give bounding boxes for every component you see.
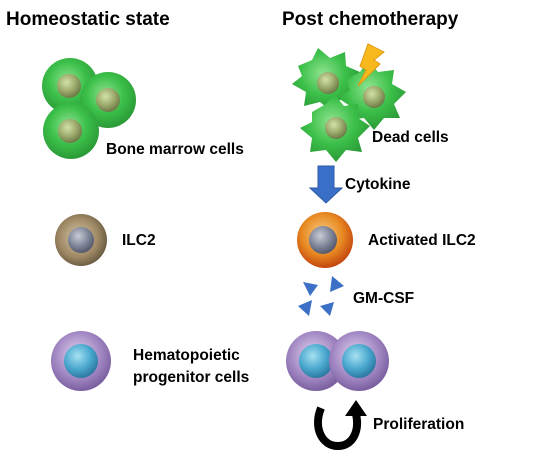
dead-cell (300, 94, 370, 162)
progenitor-cell (286, 331, 346, 391)
label-hematopoietic-line1: Hematopoietic (133, 347, 240, 364)
hematopoietic-progenitor-cell (51, 331, 111, 391)
dead-cell-cluster (292, 48, 406, 162)
cytokine-arrow (308, 165, 344, 204)
label-gm-csf: GM-CSF (353, 290, 415, 307)
header-post-chemotherapy: Post chemotherapy (282, 9, 459, 30)
label-hematopoietic-line2: progenitor cells (133, 369, 250, 386)
bone-marrow-cell (43, 103, 99, 159)
ilc2-cell (55, 214, 107, 266)
bone-marrow-cell-cluster (42, 58, 136, 159)
header-homeostatic-state: Homeostatic state (6, 9, 170, 30)
gm-csf-triangle (330, 276, 344, 292)
label-ilc2: ILC2 (122, 232, 156, 249)
label-proliferation: Proliferation (373, 416, 465, 433)
gm-csf-triangle (298, 300, 312, 316)
label-activated-ilc2: Activated ILC2 (368, 232, 476, 249)
progenitor-cell (329, 331, 389, 391)
bone-marrow-cell (80, 72, 136, 128)
lightning-icon (357, 43, 385, 87)
gm-csf-triangle (320, 302, 334, 316)
label-bone-marrow-cells: Bone marrow cells (106, 141, 244, 158)
label-cytokine: Cytokine (345, 176, 411, 193)
proliferation-arrow (314, 400, 367, 451)
proliferating-progenitor-cells (286, 331, 389, 391)
gm-csf-molecules (298, 276, 344, 316)
gm-csf-triangle (303, 282, 318, 296)
label-dead-cells: Dead cells (372, 129, 449, 146)
activated-ilc2-cell (297, 212, 353, 268)
